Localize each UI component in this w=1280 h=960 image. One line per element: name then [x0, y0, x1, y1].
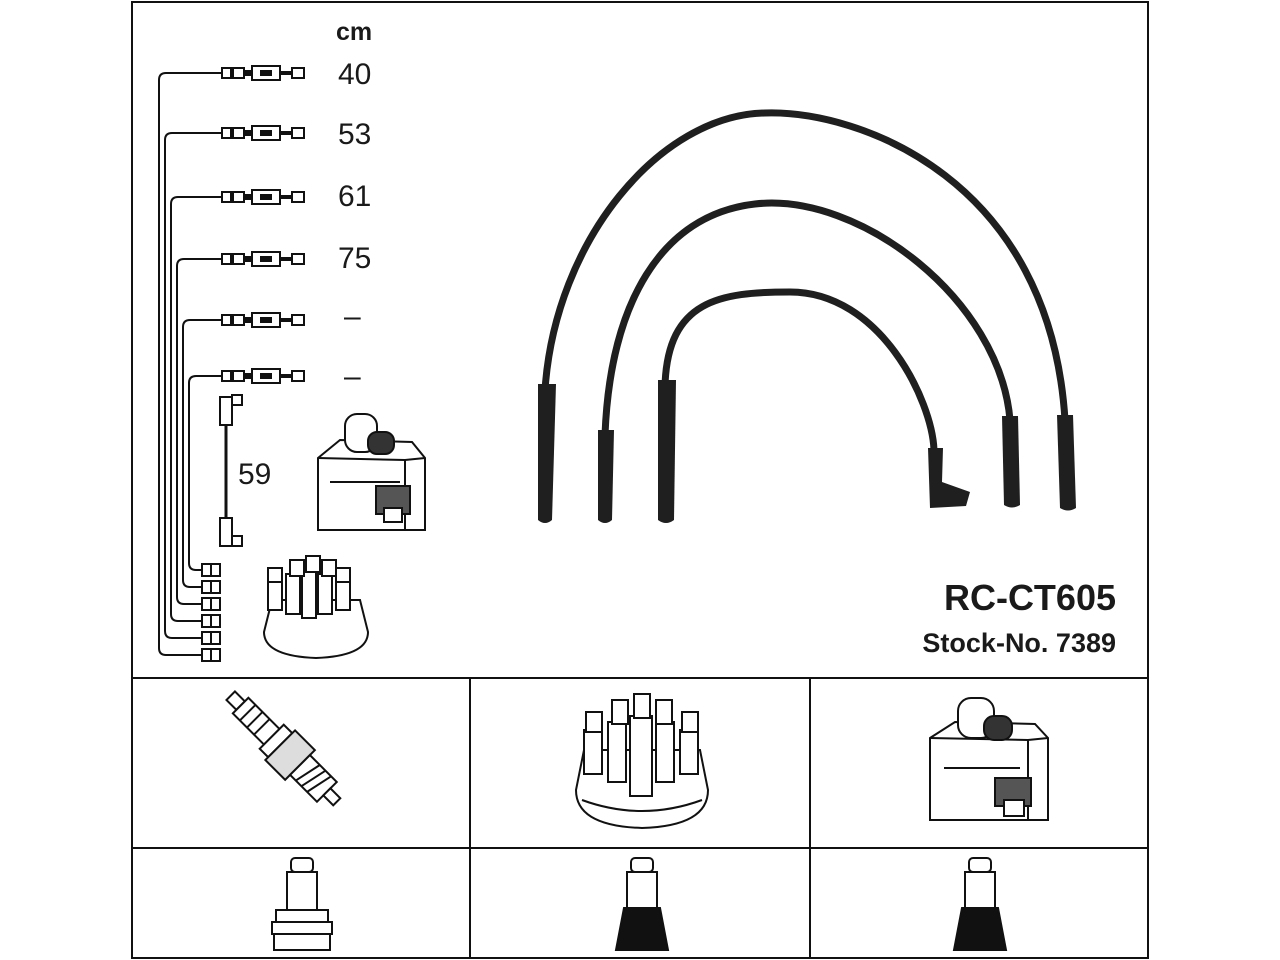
diagram-grid [131, 1, 1149, 959]
unit-label: cm [336, 18, 372, 46]
model-number: RC-CT605 [944, 577, 1116, 618]
spark-plug-icon [225, 690, 342, 807]
length-label: – [344, 360, 361, 393]
length-label: 75 [338, 242, 371, 275]
coil-lead-icon [219, 394, 243, 547]
ignition-coil-icon [317, 413, 426, 531]
plug-boot-straight-icon [614, 857, 670, 951]
plug-boot-straight-icon [952, 857, 1008, 951]
ignition-coil-icon [929, 697, 1049, 821]
ignition-cables-illustration [541, 109, 1069, 451]
length-label: – [344, 300, 361, 333]
length-label: 61 [338, 180, 371, 213]
distributor-terminals [201, 563, 221, 662]
distributor-cap-icon [574, 693, 710, 830]
coil-lead-length-label: 59 [238, 458, 271, 491]
cable-boots [538, 380, 1076, 523]
length-label: 53 [338, 118, 371, 151]
length-label: 40 [338, 58, 371, 91]
stock-number: Stock-No. 7389 [922, 628, 1116, 658]
length-labels: 40 53 61 75 – – [338, 58, 371, 393]
plug-boot-straight-icon [271, 857, 333, 951]
distributor-cap-icon [262, 555, 370, 660]
cable-connectors [221, 65, 305, 384]
cable-length-schematic [158, 72, 222, 656]
